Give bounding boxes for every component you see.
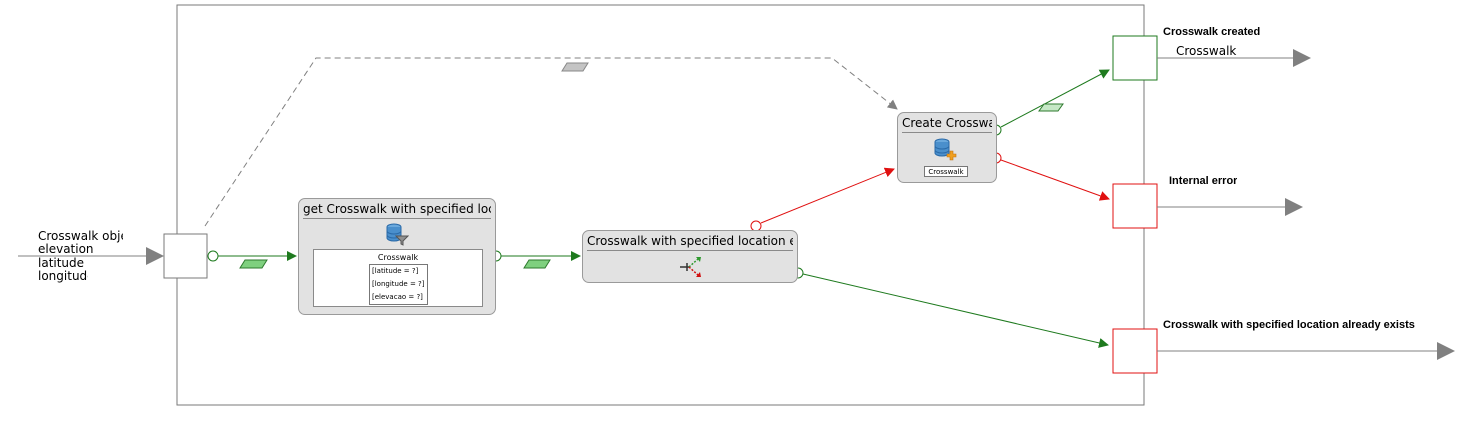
create-node-title: Create Crosswalk <box>902 116 992 133</box>
decision-to-exists-line <box>802 273 1109 348</box>
create-to-created-token <box>1038 103 1064 112</box>
error-output-title: Internal error <box>1169 175 1238 187</box>
input-arrow-head <box>146 247 164 265</box>
exists-output-arrow-head <box>1437 342 1455 360</box>
decision-node[interactable]: Crosswalk with specified location exist: <box>582 230 798 283</box>
condition-longitude: [longitude = ?] <box>372 280 425 288</box>
query-conditions-list: [latitude = ?] [longitude = ?] [elevacao… <box>369 264 428 305</box>
dashed-connector-token <box>561 62 589 72</box>
input-label-latitude: latitude <box>38 257 85 270</box>
exists-output-port[interactable] <box>1112 328 1158 374</box>
create-to-error-line <box>1000 159 1110 201</box>
decision-to-create-line <box>760 167 895 224</box>
exists-output-title: Crosswalk with specified location alread… <box>1163 319 1415 331</box>
query-node[interactable]: get Crosswalk with specified locatio Cro… <box>298 198 496 315</box>
input-label-elevation: elevation <box>38 243 94 256</box>
query-node-title: get Crosswalk with specified locatio <box>303 202 491 219</box>
decision-node-title: Crosswalk with specified location exist: <box>587 234 793 251</box>
start-port[interactable] <box>163 233 208 279</box>
dashed-connector <box>204 57 898 227</box>
create-entity-label: Crosswalk <box>924 166 968 177</box>
database-filter-icon <box>385 222 410 246</box>
input-label-object: Crosswalk objec <box>38 230 123 243</box>
error-output-port[interactable] <box>1112 183 1158 229</box>
start-to-query-token <box>239 259 268 269</box>
condition-latitude: [latitude = ?] <box>372 267 419 275</box>
database-add-icon <box>933 137 957 161</box>
error-output-arrow-head <box>1285 198 1303 216</box>
created-output-arrow-head <box>1293 49 1311 67</box>
created-output-port[interactable] <box>1112 35 1158 81</box>
create-node[interactable]: Create Crosswalk Crosswalk <box>897 112 997 183</box>
condition-elevacao: [elevacao = ?] <box>372 293 423 301</box>
start-out-port[interactable] <box>207 250 219 262</box>
query-to-decision-token <box>523 259 551 269</box>
decision-branch-icon <box>679 255 703 279</box>
query-entity-panel: Crosswalk [latitude = ?] [longitude = ?]… <box>313 249 483 307</box>
query-entity-label: Crosswalk <box>377 253 419 262</box>
create-to-created-line <box>1000 69 1110 128</box>
input-label-longitude: longitude <box>38 270 88 283</box>
created-output-param: Crosswalk ic <box>1176 45 1240 58</box>
created-output-title: Crosswalk created <box>1163 26 1261 38</box>
